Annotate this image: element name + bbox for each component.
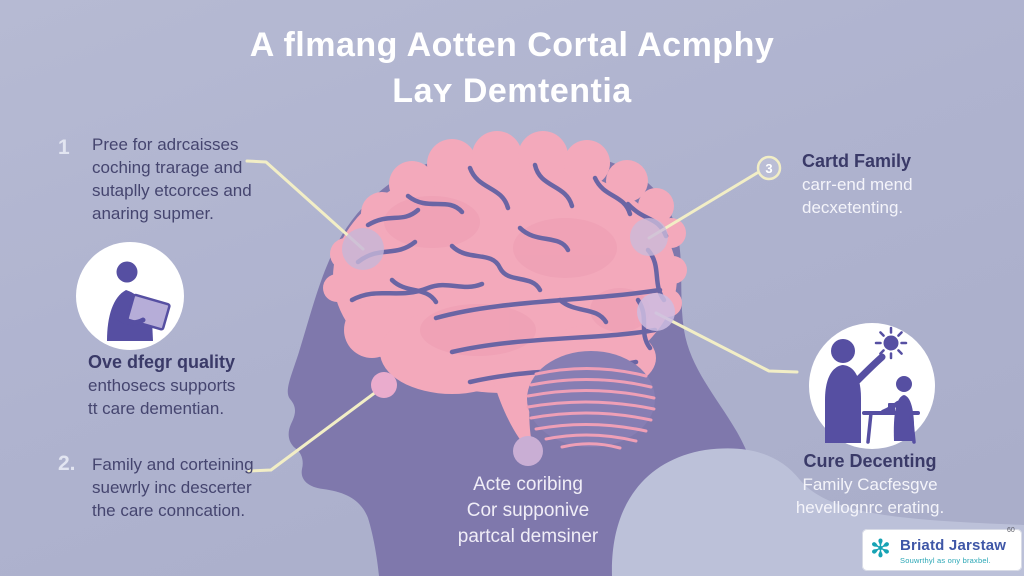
brainstem	[492, 376, 534, 452]
right-bottom-line: Family Cacfesgve	[802, 475, 938, 494]
item1-line: coching trarage and	[92, 158, 243, 177]
connector-lines	[245, 159, 799, 473]
connector-line-1	[245, 159, 365, 251]
item2-text: Family and corteining suewrly inc descer…	[92, 453, 254, 522]
cerebellum	[526, 351, 656, 450]
right-bottom-heading: Cure Decenting	[803, 451, 937, 471]
number-badge-3: 3	[765, 161, 772, 176]
brand-tagline: Souwrthyl as ony braxbel.	[900, 556, 991, 565]
title-line-2: Laʏ Demtentia	[392, 72, 632, 110]
right-bottom-text: Cure Decenting Family Cacfesgve hevellog…	[758, 450, 982, 519]
item1-line: sutaplly etcorces and	[92, 181, 252, 200]
right-bottom-line: hevellognrc erating.	[795, 498, 945, 517]
teal-flower-asterisk-icon: ✻	[870, 535, 891, 563]
marker-frontal	[342, 228, 384, 270]
item2-line: the care conncation.	[92, 501, 246, 520]
person-reading-tablet-icon	[76, 242, 184, 350]
item3-heading: Cartd Family	[802, 151, 912, 171]
center-caption-line: Cor supponive	[466, 500, 590, 521]
number-badge-1: 1	[58, 136, 70, 159]
item1-line: anaring supmer.	[92, 204, 214, 223]
marker-temple	[371, 372, 397, 398]
center-caption-line: Acte coribing	[473, 474, 583, 495]
left-mid-heading: Ove dfegr quality	[88, 352, 236, 372]
connector-line-3	[647, 171, 759, 240]
number-ring-3: 3	[756, 155, 782, 181]
connector-line-2	[247, 384, 386, 473]
title-line-1: A flmang Aotten Cortal Acmphy	[249, 26, 775, 64]
item3-line: carr-end mend	[802, 175, 913, 194]
corner-mark: 60	[1007, 527, 1015, 534]
left-mid-line: tt care dementian.	[88, 399, 225, 418]
left-mid-line: enthosecs supports	[88, 376, 236, 395]
marker-brainstem	[513, 436, 543, 466]
brain-markers	[342, 218, 675, 466]
marker-occipital	[637, 293, 675, 331]
item1-line: Pree for adrcaisses	[92, 135, 239, 154]
caregiver-with-child-icon	[809, 323, 935, 449]
page-title: A flmang Aotten Cortal Acmphy Laʏ Demten…	[0, 22, 1024, 114]
item3-text: Cartd Family carr-end mend decxetenting.	[802, 150, 913, 219]
item1-text: Pree for adrcaisses coching trarage and …	[92, 133, 252, 225]
item2-line: Family and corteining	[92, 455, 254, 474]
center-caption: Acte coribing Cor supponive partcal dems…	[398, 472, 658, 550]
item2-line: suewrly inc descerter	[92, 478, 252, 497]
brand-name: Briatd Jarstaw	[900, 537, 1007, 554]
item3-line: decxetenting.	[802, 198, 904, 217]
center-caption-line: partcal demsiner	[457, 526, 599, 547]
left-mid-text: Ove dfegr quality enthosecs supports tt …	[88, 351, 235, 420]
marker-parietal	[630, 218, 668, 256]
number-badge-2: 2.	[58, 452, 76, 475]
connector-line-4	[654, 311, 799, 374]
brand-logo: ✻ Briatd Jarstaw Souwrthyl as ony braxbe…	[862, 529, 1022, 571]
